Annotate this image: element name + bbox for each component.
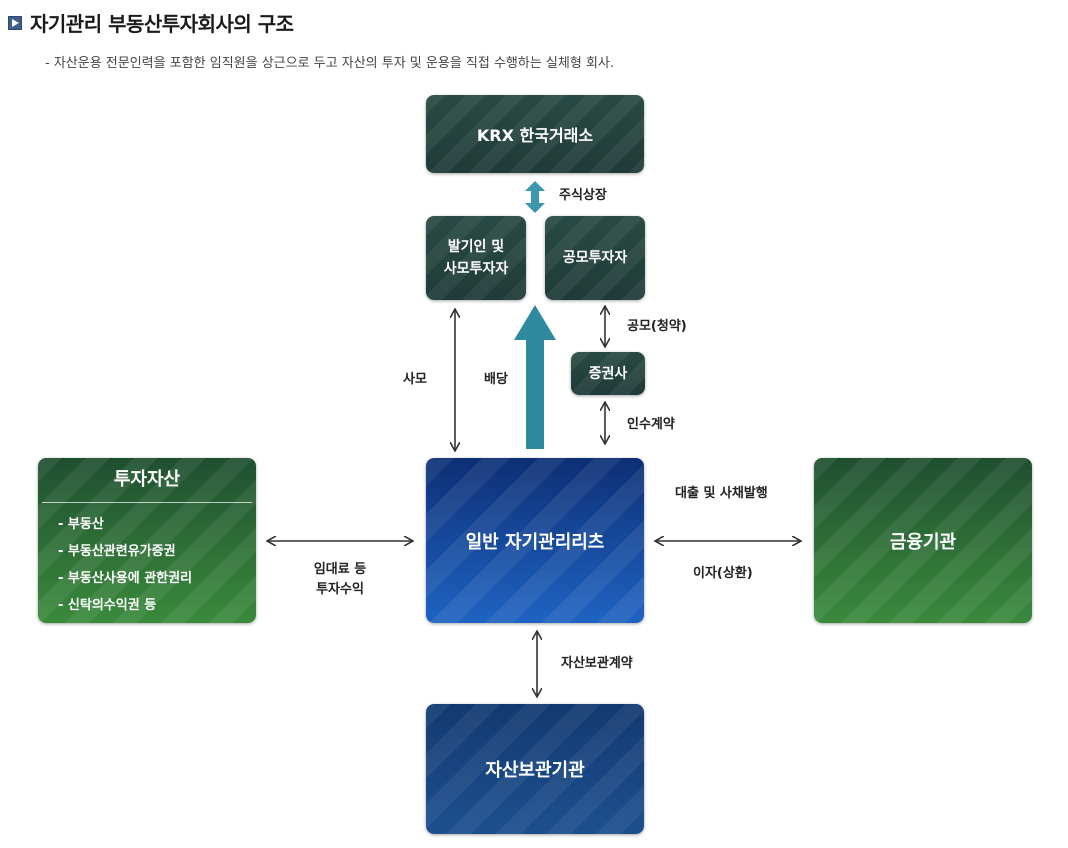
subscription-label: 공모(청약) xyxy=(627,319,687,334)
founders-label-line2: 사모투자자 xyxy=(443,261,509,277)
underwriting-label: 인수계약 xyxy=(627,417,675,432)
private-label: 사모 xyxy=(403,372,427,387)
dividend-label: 배당 xyxy=(484,372,508,387)
play-icon xyxy=(8,15,22,30)
assets-title: 투자자산 xyxy=(42,458,252,503)
krx-box: KRX 한국거래소 xyxy=(426,95,644,173)
list-item: - 부동산 xyxy=(58,517,104,532)
list-item: - 신탁의수익권 등 xyxy=(58,598,157,613)
page-subtitle: - 자산운용 전문인력을 포함한 임직원을 상근으로 두고 자산의 투자 및 운… xyxy=(45,56,614,71)
custody-box: 자산보관기관 xyxy=(426,704,644,834)
public-investors-box: 공모투자자 xyxy=(545,216,645,300)
finance-label: 금융기관 xyxy=(889,531,957,553)
assets-list: - 부동산 - 부동산관련유가증권 - 부동산사용에 관한권리 - 신탁의수익권… xyxy=(38,511,256,619)
loan-label: 대출 및 사채발행 xyxy=(675,486,768,501)
reit-box: 일반 자기관리리츠 xyxy=(426,458,644,623)
reit-label: 일반 자기관리리츠 xyxy=(465,531,605,553)
securities-box: 증권사 xyxy=(571,352,645,395)
founders-label-line1: 발기인 및 xyxy=(447,239,505,255)
public-investors-label: 공모투자자 xyxy=(562,250,628,266)
securities-label: 증권사 xyxy=(588,365,628,382)
rent-label: 임대료 등 투자수익 xyxy=(296,560,384,600)
krx-label: KRX 한국거래소 xyxy=(476,126,594,145)
page-title: 자기관리 부동산투자회사의 구조 xyxy=(30,12,294,36)
list-item: - 부동산사용에 관한권리 xyxy=(58,571,193,586)
founders-box: 발기인 및 사모투자자 xyxy=(426,216,526,300)
title-row: 자기관리 부동산투자회사의 구조 xyxy=(8,8,294,37)
listing-label: 주식상장 xyxy=(559,188,607,203)
custody-contract-label: 자산보관계약 xyxy=(561,656,633,671)
assets-box: 투자자산 - 부동산 - 부동산관련유가증권 - 부동산사용에 관한권리 - 신… xyxy=(38,458,256,623)
rent-label-line2: 투자수익 xyxy=(316,582,364,597)
list-item: - 부동산관련유가증권 xyxy=(58,544,176,559)
listing-arrow xyxy=(525,181,545,213)
interest-label: 이자(상환) xyxy=(693,566,753,581)
custody-label: 자산보관기관 xyxy=(485,760,585,781)
finance-box: 금융기관 xyxy=(814,458,1032,623)
rent-label-line1: 임대료 등 xyxy=(313,562,367,577)
dividend-arrow xyxy=(514,305,556,449)
